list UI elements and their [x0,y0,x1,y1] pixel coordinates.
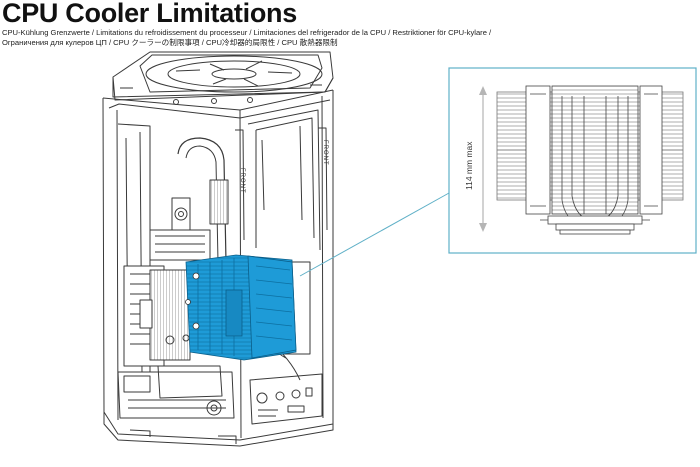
front-label-upper: FRONT [239,168,245,194]
cooler-side-view [496,85,684,235]
subtitle-line: Ограничения для кулеров ЦП / CPU クーラーの制限… [2,38,338,47]
psu-area [117,329,323,425]
cpu-cooler-highlight [185,254,297,361]
callout-line [299,192,450,277]
height-dimension-label: 114 mm max [464,141,474,190]
motherboard-area [123,265,191,367]
height-dimension [479,86,487,232]
pc-case [102,51,334,447]
top-fan [112,51,334,105]
front-label-side: FRONT [322,140,328,166]
subtitle-line: CPU-Kühlung Grenzwerte / Limitations du … [2,28,492,37]
subtitle-translations: CPU-Kühlung Grenzwerte / Limitations du … [2,28,602,48]
page-title: CPU Cooler Limitations [2,0,297,28]
